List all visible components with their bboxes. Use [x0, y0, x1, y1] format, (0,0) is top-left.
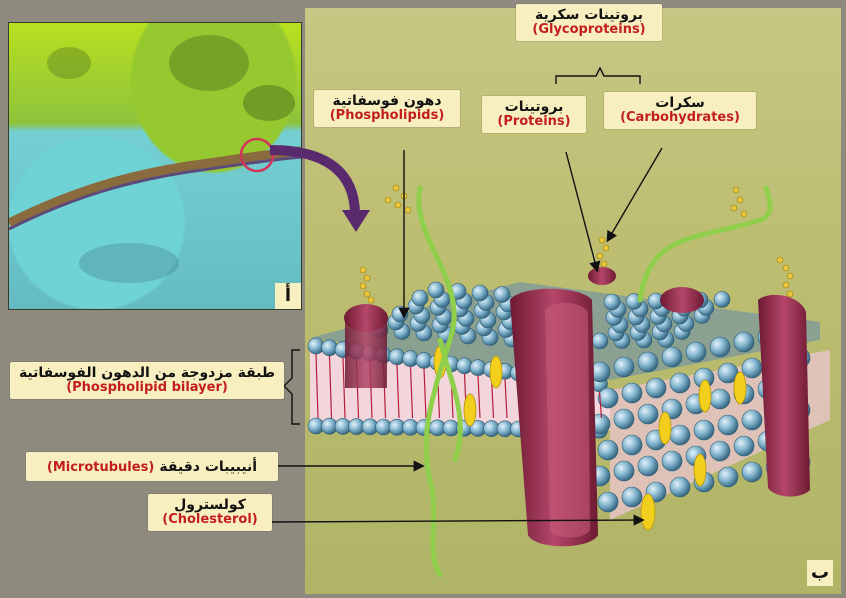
label-bilayer: طبقة مزدوجة من الدهون الفوسفاتية (Phosph…	[10, 362, 284, 399]
label-microtubules-ar: أنيبيبات دقيقة	[159, 459, 257, 475]
label-bilayer-en: (Phospholipid bilayer)	[16, 381, 278, 396]
bilayer-bracket	[284, 350, 300, 424]
label-microtubules-en: (Microtubules)	[47, 460, 154, 475]
glycoprotein-top	[588, 267, 616, 285]
glycoprotein-bracket	[556, 68, 640, 84]
label-glycoproteins-en: (Glycoproteins)	[522, 23, 656, 38]
phosphate-head	[428, 282, 444, 298]
phosphate-head	[714, 292, 730, 308]
phosphate-head	[598, 440, 618, 460]
label-bilayer-ar: طبقة مزدوجة من الدهون الفوسفاتية	[16, 365, 278, 381]
label-phospholipids-en: (Phospholipids)	[320, 109, 454, 124]
phosphate-head	[638, 352, 658, 372]
phosphate-head	[392, 306, 408, 322]
phosphate-head	[718, 467, 738, 487]
label-glycoproteins-ar: بروتينات سكرية	[522, 7, 656, 23]
phosphate-head	[604, 294, 620, 310]
label-carbohydrates: سكرات (Carbohydrates)	[604, 92, 756, 129]
phosphate-head	[670, 373, 690, 393]
phosphate-head	[598, 492, 618, 512]
phosphate-head	[592, 333, 608, 349]
label-cholesterol-ar: كولسترول	[154, 497, 266, 513]
phosphate-head	[662, 347, 682, 367]
label-cholesterol-en: (Cholesterol)	[154, 513, 266, 528]
phosphate-head	[614, 461, 634, 481]
phosphate-head	[734, 436, 754, 456]
phosphate-head	[494, 287, 510, 303]
phosphate-head	[646, 378, 666, 398]
phosphate-head	[662, 451, 682, 471]
label-carbohydrates-ar: سكرات	[610, 95, 750, 111]
protein-left	[345, 318, 387, 388]
label-phospholipids: دهون فوسفاتية (Phospholipids)	[314, 90, 460, 127]
label-carbohydrates-en: (Carbohydrates)	[610, 111, 750, 126]
phosphate-head	[718, 415, 738, 435]
phosphate-head	[742, 462, 762, 482]
label-glycoproteins: بروتينات سكرية (Glycoproteins)	[516, 4, 662, 41]
phosphate-head	[694, 420, 714, 440]
label-cholesterol: كولسترول (Cholesterol)	[148, 494, 272, 531]
phosphate-head	[614, 409, 634, 429]
phosphate-head	[614, 357, 634, 377]
phosphate-head	[686, 342, 706, 362]
label-phospholipids-ar: دهون فوسفاتية	[320, 93, 454, 109]
phosphate-head	[472, 285, 488, 301]
phosphate-head	[742, 358, 762, 378]
phosphate-head	[710, 389, 730, 409]
phosphate-head	[670, 425, 690, 445]
phosphate-head	[670, 477, 690, 497]
zoom-arrow	[270, 150, 355, 215]
label-microtubules: (Microtubules) أنيبيبات دقيقة	[26, 452, 278, 481]
phosphate-head	[742, 410, 762, 430]
phosphate-head	[412, 290, 428, 306]
label-proteins-en: (Proteins)	[488, 115, 580, 130]
phosphate-head	[622, 487, 642, 507]
phosphate-head	[710, 337, 730, 357]
phosphate-head	[638, 404, 658, 424]
label-proteins-ar: بروتينات	[488, 99, 580, 115]
phosphate-head	[710, 441, 730, 461]
label-proteins: بروتينات (Proteins)	[482, 96, 586, 133]
phosphate-head	[622, 383, 642, 403]
phosphate-head	[622, 435, 642, 455]
carbohydrate-chains	[360, 185, 793, 303]
phosphate-head	[734, 332, 754, 352]
phosphate-head	[638, 456, 658, 476]
protein-top-right	[660, 287, 704, 313]
